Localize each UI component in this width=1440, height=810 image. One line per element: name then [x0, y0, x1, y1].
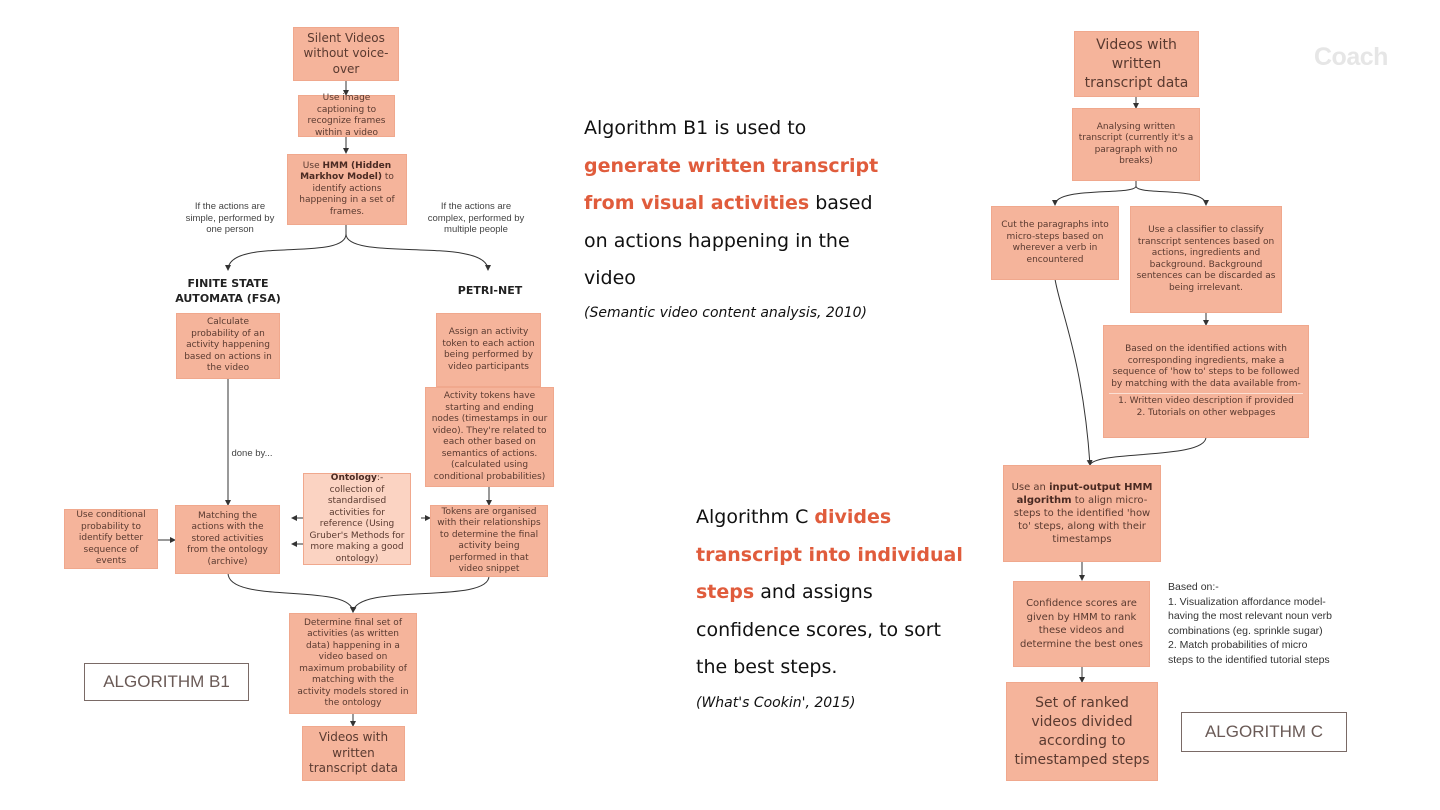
brand-logo: Coach — [1314, 43, 1388, 71]
token-nodes-node: Activity tokens have starting and ending… — [426, 388, 553, 486]
ontology-node: Ontology:- collection of standardised ac… — [304, 473, 410, 564]
c-analysing-text: Analysing written transcript (currently … — [1078, 121, 1194, 167]
conditional-probability-text: Use conditional probability to identify … — [76, 510, 146, 567]
b1-hmm-text: Use HMM (Hidden Markhov Model) to identi… — [299, 160, 395, 217]
based-on-line-1: 1. Visualization affordance model- — [1168, 595, 1326, 608]
c-classify-text: Use a classifier to classify transcript … — [1136, 225, 1276, 293]
desc-c-line-2: transcript into individual — [696, 543, 963, 566]
desc-b1-citation: (Semantic video content analysis, 2010) — [584, 305, 867, 321]
c-confidence-text: Confidence scores are given by HMM to ra… — [1020, 598, 1143, 650]
based-on-line-2: having the most relevant noun verb — [1168, 610, 1333, 622]
b1-start-node: Silent Videos without voice-over — [294, 28, 398, 80]
fsa-heading: FINITE STATE AUTOMATA (FSA) — [175, 277, 281, 305]
desc-b1-line-3: from visual activities based — [584, 192, 873, 214]
done-by-label: done by... — [231, 448, 273, 459]
branch-simple-label: If the actions are simple, performed by … — [185, 201, 275, 235]
desc-c-line-3: steps and assigns — [696, 581, 873, 603]
c-cut-text: Cut the paragraphs into micro-steps base… — [1001, 220, 1109, 265]
c-identified-item-1: 1. Written video description if provided — [1118, 396, 1294, 406]
b1-start-text: Silent Videos without voice-over — [303, 30, 389, 76]
petri-heading: PETRI-NET — [457, 284, 523, 297]
based-on-note: Based on:- 1. Visualization affordance m… — [1168, 580, 1368, 667]
c-start-text: Videos with written transcript data — [1084, 36, 1189, 91]
c-io-hmm-node: Use an input-output HMM algorithm to ali… — [1004, 466, 1160, 561]
desc-c-line-4: confidence scores, to sort — [696, 618, 941, 641]
fsa-probability-node: Calculate probability of an activity hap… — [177, 314, 279, 378]
based-on-line-4: 2. Match probabilities of micro — [1168, 639, 1308, 651]
c-identified-node: Based on the identified actions with cor… — [1104, 326, 1308, 437]
desc-c-line-1: Algorithm C divides — [696, 506, 892, 528]
b1-hmm-node: Use HMM (Hidden Markhov Model) to identi… — [288, 155, 406, 224]
fsa-probability-text: Calculate probability of an activity hap… — [184, 317, 272, 374]
algorithm-c-tag: ALGORITHM C — [1181, 712, 1347, 752]
c-analysing-node: Analysing written transcript (currently … — [1073, 109, 1199, 180]
c-cut-node: Cut the paragraphs into micro-steps base… — [992, 207, 1118, 279]
ontology-text: Ontology:- collection of standardised ac… — [309, 473, 405, 564]
token-organised-text: Tokens are organised with their relation… — [437, 506, 541, 575]
desc-b1-line-4: on actions happening in the — [584, 229, 850, 252]
desc-b1-line-1: Algorithm B1 is used to — [584, 117, 807, 139]
conditional-probability-node: Use conditional probability to identify … — [65, 510, 157, 568]
token-organised-node: Tokens are organised with their relation… — [431, 506, 547, 576]
token-assign-node: Assign an activity token to each action … — [437, 314, 540, 386]
matching-text: Matching the actions with the stored act… — [187, 510, 268, 567]
based-on-line-5: steps to the identified tutorial steps — [1168, 653, 1330, 666]
b1-final-set-node: Determine final set of activities (as wr… — [290, 614, 416, 713]
based-on-title: Based on:- — [1168, 581, 1219, 593]
c-identified-text: Based on the identified actions with cor… — [1111, 344, 1301, 389]
token-nodes-text: Activity tokens have starting and ending… — [431, 391, 548, 482]
c-start-node: Videos with written transcript data — [1075, 32, 1198, 96]
algorithm-b1-description: Algorithm B1 is used to generate written… — [584, 110, 904, 298]
matching-node: Matching the actions with the stored act… — [176, 506, 279, 573]
b1-end-node: Videos with written transcript data — [303, 727, 404, 780]
based-on-line-3: combinations (eg. sprinkle sugar) — [1168, 624, 1323, 637]
b1-captioning-text: Use image captioning to recognize frames… — [307, 93, 386, 138]
c-identified-item-2: 2. Tutorials on other webpages — [1136, 407, 1276, 418]
c-identified-divider — [1109, 393, 1303, 394]
desc-b1-line-2: generate written transcript — [584, 154, 879, 177]
desc-c-line-5: the best steps. — [696, 656, 838, 678]
algorithm-b1-tag: ALGORITHM B1 — [84, 663, 249, 701]
c-confidence-node: Confidence scores are given by HMM to ra… — [1014, 582, 1149, 666]
algorithm-c-description: Algorithm C divides transcript into indi… — [696, 499, 971, 687]
token-assign-text: Assign an activity token to each action … — [442, 327, 535, 372]
desc-b1-line-5: video — [584, 267, 636, 289]
branch-complex-label: If the actions are complex, performed by… — [427, 201, 525, 235]
b1-end-text: Videos with written transcript data — [309, 730, 398, 776]
c-end-node: Set of ranked videos divided according t… — [1007, 683, 1157, 780]
c-classify-node: Use a classifier to classify transcript … — [1131, 207, 1281, 312]
c-io-hmm-text: Use an input-output HMM algorithm to ali… — [1011, 482, 1153, 545]
b1-final-set-text: Determine final set of activities (as wr… — [297, 617, 409, 709]
c-end-text: Set of ranked videos divided according t… — [1014, 694, 1150, 768]
b1-captioning-node: Use image captioning to recognize frames… — [299, 93, 394, 138]
desc-c-citation: (What's Cookin', 2015) — [696, 695, 856, 711]
